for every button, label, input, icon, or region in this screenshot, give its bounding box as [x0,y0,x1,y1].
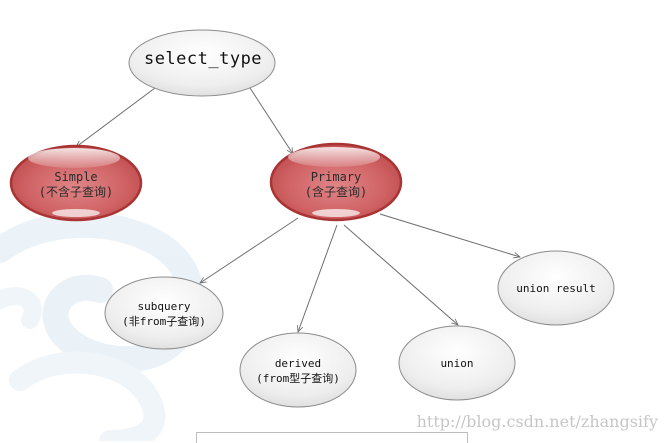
label-subquery-line2: (非from子查询) [122,315,206,328]
node-primary [269,142,403,222]
label-derived-line1: derived [274,357,322,370]
edge-root-to-simple [76,87,156,147]
label-subquery-line1: subquery [137,300,191,313]
edge-root-to-primary [249,87,293,154]
edge-primary-to-derived [298,224,338,332]
node-union-result [497,250,615,326]
label-select-type: select_type [143,49,263,69]
label-primary-line2: (含子查询) [304,185,368,199]
label-simple-line2: (不含子查询) [38,185,114,199]
label-union-result: union result [516,282,596,295]
label-derived-line2: (from型子查询) [256,372,340,385]
bottom-panel-edge [196,432,468,443]
edge-primary-to-union-result [379,213,520,257]
label-derived: derived (from型子查询) [240,356,356,386]
label-primary-line1: Primary [310,170,362,184]
label-union: union [440,357,474,370]
node-derived [239,332,357,408]
edge-primary-to-union [343,224,458,325]
node-select-type [128,29,276,97]
label-simple-line1: Simple [54,170,98,184]
node-union [398,325,516,401]
edge-primary-to-subquery [200,217,299,283]
label-primary: Primary (含子查询) [271,170,401,200]
watermark-url: http://blog.csdn.net/zhangsify [416,412,658,431]
node-simple [9,144,143,222]
label-simple: Simple (不含子查询) [11,170,141,200]
label-subquery: subquery (非from子查询) [105,299,223,329]
node-subquery [104,276,224,350]
